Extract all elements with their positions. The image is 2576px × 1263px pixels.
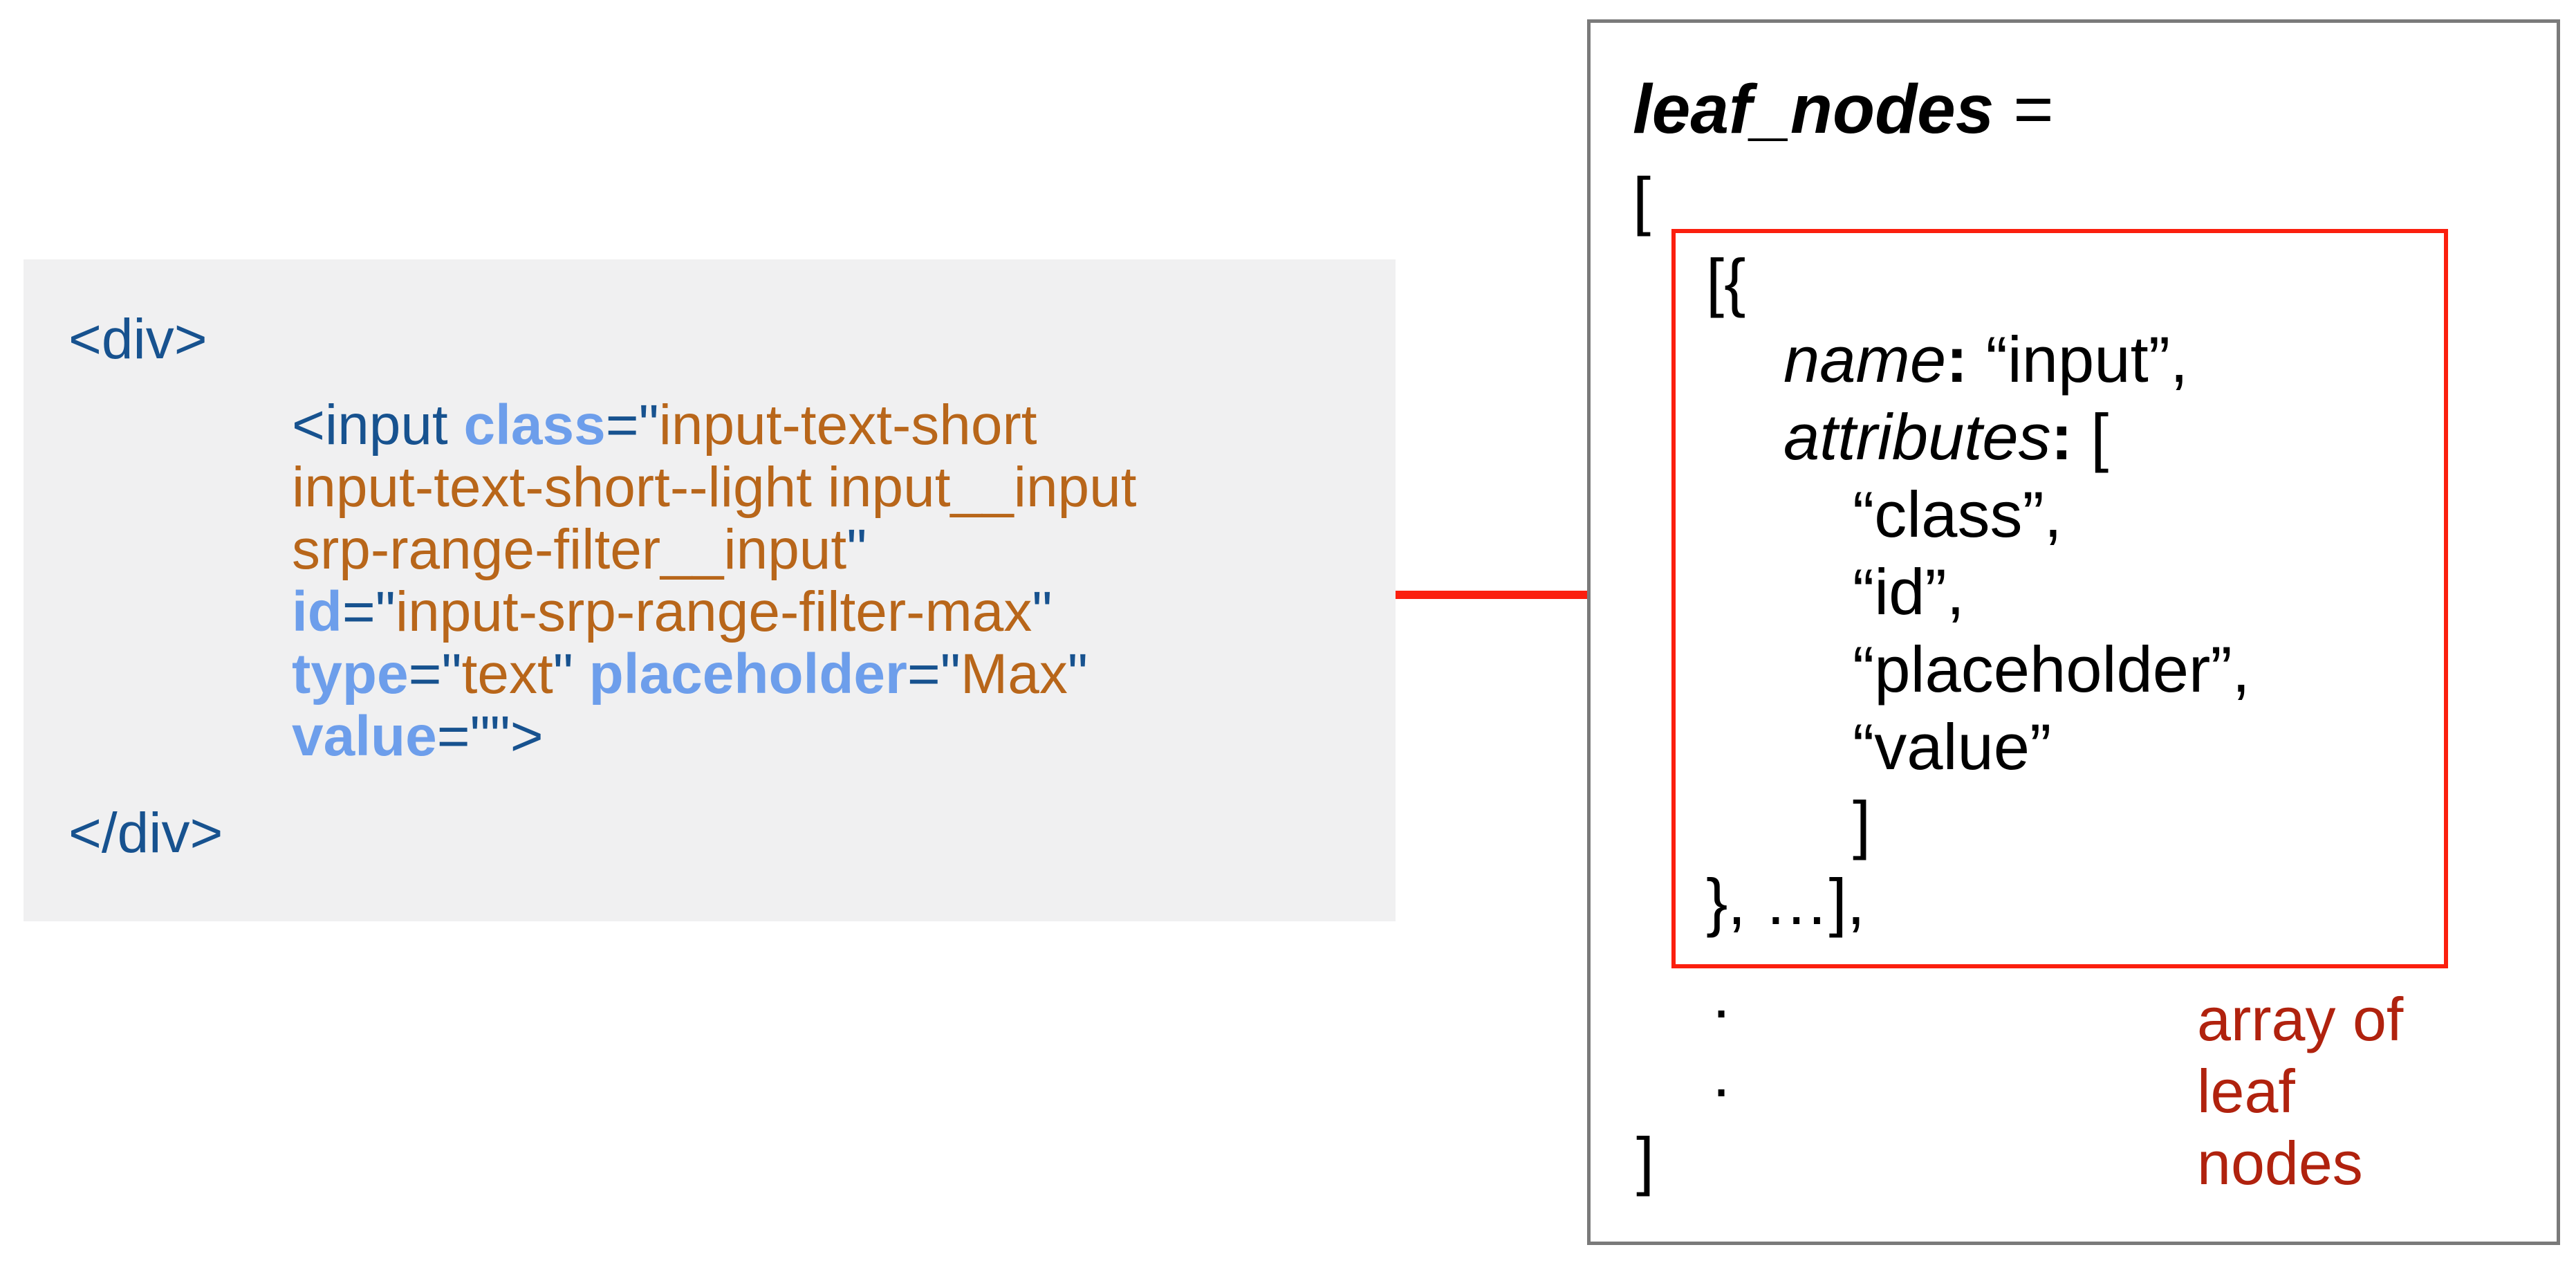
code-line: input-text-short--light input__input — [292, 457, 1137, 519]
code-token: input-srp-range-filter-max — [395, 580, 1032, 643]
code-token: input-text-short — [658, 394, 1037, 457]
code-token: " — [1032, 580, 1053, 643]
code-line: attributes: [ — [1671, 398, 2448, 476]
code-token: type — [292, 643, 409, 706]
code-token: “placeholder”, — [1853, 633, 2250, 706]
continuation-dot: . — [1712, 959, 1731, 1031]
variable-name: leaf_nodes — [1633, 71, 1994, 148]
html-snippet-close-tag: </div> — [68, 802, 223, 865]
annotation-line: nodes — [2197, 1129, 2363, 1197]
annotation-caption: array of leaf nodes — [2197, 984, 2403, 1199]
code-line: [{ — [1671, 243, 2448, 321]
code-token: srp-range-filter__input — [292, 518, 847, 581]
code-token: ] — [1853, 788, 1871, 860]
code-token: [{ — [1706, 246, 1746, 318]
code-token: value — [292, 705, 437, 768]
code-token: </div> — [68, 802, 223, 865]
continuation-dot: . — [1712, 1038, 1731, 1110]
code-line: </div> — [68, 802, 223, 865]
code-token: “input”, — [1967, 323, 2189, 396]
code-line: }, …], — [1671, 863, 2448, 941]
code-line: “class”, — [1671, 476, 2448, 553]
code-line: id="input-srp-range-filter-max" — [292, 581, 1137, 643]
code-token: " — [846, 518, 867, 581]
code-line: srp-range-filter__input" — [292, 519, 1137, 581]
code-token: attributes — [1783, 400, 2051, 473]
code-token: name — [1783, 323, 1947, 396]
code-token: =" — [907, 643, 961, 706]
code-token: “value” — [1853, 710, 2052, 783]
code-token: text — [461, 643, 553, 706]
code-token: “id”, — [1853, 555, 1965, 628]
code-line: <div> — [68, 308, 207, 371]
code-token: <input — [292, 394, 464, 457]
equals-sign: = — [1994, 71, 2054, 148]
code-token: =""> — [436, 705, 544, 768]
array-open-bracket: [ — [1633, 164, 1651, 237]
leaf-node-highlight-box — [1671, 229, 2448, 968]
code-token: “class”, — [1853, 478, 2062, 551]
code-token: [ — [2072, 400, 2109, 473]
html-snippet-open-tag: <div> — [68, 308, 207, 371]
code-token: : — [1946, 323, 1968, 396]
panel-title: leaf_nodes = — [1633, 68, 2054, 151]
code-line: “id”, — [1671, 553, 2448, 631]
code-token: =" — [605, 394, 659, 457]
code-line: name: “input”, — [1671, 321, 2448, 398]
code-token: placeholder — [589, 643, 907, 706]
array-close-bracket: ] — [1636, 1124, 1655, 1197]
code-token: =" — [342, 580, 396, 643]
code-line: ] — [1671, 786, 2448, 863]
code-token: Max — [960, 643, 1068, 706]
code-token: " — [553, 643, 589, 706]
code-line: value=""> — [292, 706, 1137, 768]
code-token: " — [1067, 643, 1088, 706]
code-line: type="text" placeholder="Max" — [292, 643, 1137, 706]
arrow-line — [1396, 591, 1628, 599]
leaf-node-object: [{name: “input”,attributes: [“class”,“id… — [1671, 243, 2448, 941]
code-token: <div> — [68, 308, 207, 371]
code-token: }, …], — [1706, 865, 1865, 938]
code-token: =" — [408, 643, 462, 706]
html-snippet-panel — [24, 259, 1396, 921]
leaf-nodes-panel — [1587, 19, 2560, 1245]
code-token: input-text-short--light input__input — [292, 456, 1137, 519]
code-token: : — [2050, 400, 2073, 473]
annotation-line: array of — [2197, 985, 2404, 1053]
code-line: “value” — [1671, 708, 2448, 786]
code-token: id — [292, 580, 342, 643]
annotation-line: leaf — [2197, 1057, 2295, 1125]
code-line: <input class="input-text-short — [292, 394, 1137, 457]
code-token: class — [463, 394, 606, 457]
code-line: “placeholder”, — [1671, 631, 2448, 708]
